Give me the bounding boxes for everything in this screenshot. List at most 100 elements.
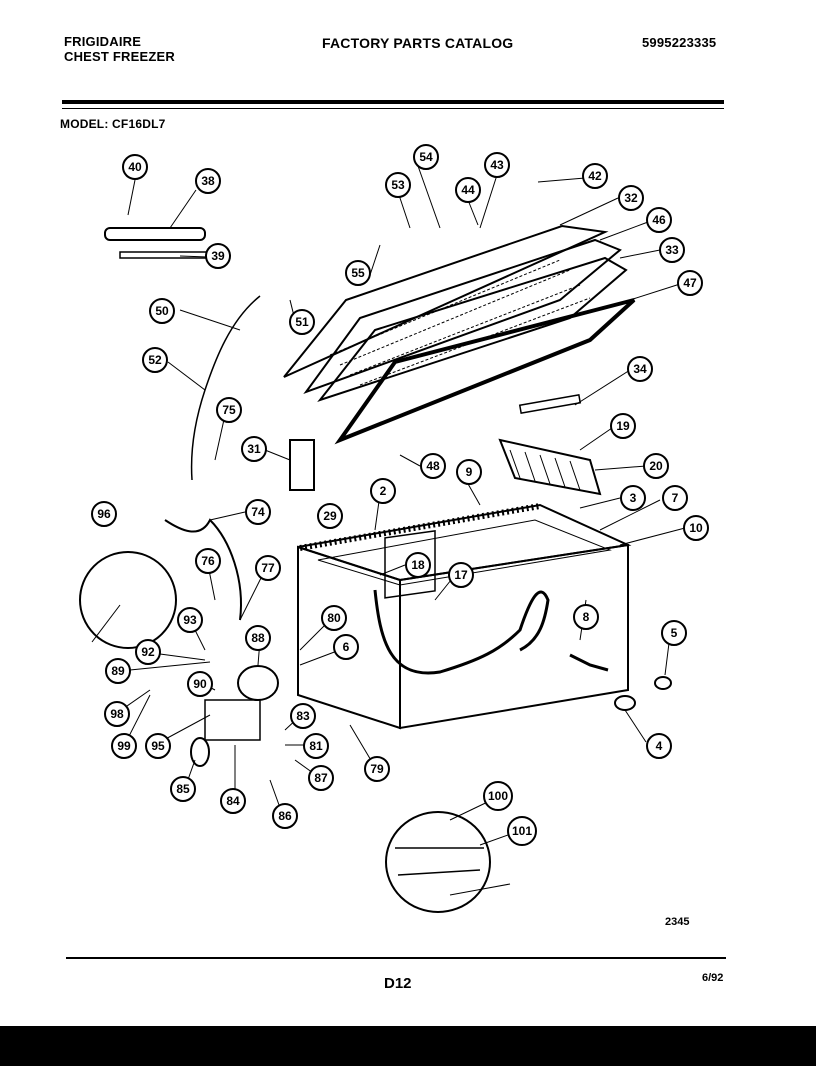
callout-75: 75 [216, 397, 242, 423]
callout-circle [135, 639, 161, 665]
callout-label: 48 [426, 459, 440, 473]
callout-circle [205, 243, 231, 269]
callout-label: 32 [624, 191, 638, 205]
callout-circle [455, 177, 481, 203]
callout-88: 88 [245, 625, 271, 651]
exploded-parts-diagram: 4038395354434442324633475550515275341920… [66, 144, 726, 959]
callout-33: 33 [659, 237, 685, 263]
callout-52: 52 [142, 347, 168, 373]
callout-circle [370, 478, 396, 504]
brand-block: FRIGIDAIRE CHEST FREEZER [64, 34, 175, 64]
callout-label: 86 [278, 809, 292, 823]
header-rule-thick [62, 100, 724, 104]
callout-circle [484, 152, 510, 178]
callout-3: 3 [620, 485, 646, 511]
power-cord [164, 518, 242, 621]
callout-label: 42 [588, 169, 602, 183]
callout-label: 79 [370, 762, 384, 776]
callout-circle [364, 756, 390, 782]
callout-51: 51 [289, 309, 315, 335]
callout-76: 76 [195, 548, 221, 574]
callout-label: 19 [616, 419, 630, 433]
callout-circle [177, 607, 203, 633]
callout-circle [618, 185, 644, 211]
callout-circle [122, 154, 148, 180]
lid-handle [104, 227, 206, 241]
callout-label: 31 [247, 442, 261, 456]
callout-circle [142, 347, 168, 373]
callout-circle [643, 453, 669, 479]
callout-84: 84 [220, 788, 246, 814]
callout-label: 47 [683, 276, 697, 290]
callout-5: 5 [661, 620, 687, 646]
cabinet-inner-rim [317, 519, 612, 586]
lid-outer-frame [283, 224, 609, 378]
callout-34: 34 [627, 356, 653, 382]
callout-6: 6 [333, 634, 359, 660]
callout-17: 17 [448, 562, 474, 588]
compressor [237, 665, 279, 701]
callout-label: 50 [155, 304, 169, 318]
callout-label: 44 [461, 183, 475, 197]
header-rule-thin [62, 108, 724, 109]
callout-label: 17 [454, 568, 468, 582]
callout-32: 32 [618, 185, 644, 211]
callout-label: 46 [652, 213, 666, 227]
callout-circle [333, 634, 359, 660]
callout-circle [187, 671, 213, 697]
callout-18: 18 [405, 552, 431, 578]
callout-46: 46 [646, 207, 672, 233]
callout-label: 89 [111, 664, 125, 678]
callout-circle [345, 260, 371, 286]
callout-circle [646, 207, 672, 233]
callout-circle [241, 436, 267, 462]
callout-label: 4 [656, 739, 663, 753]
catalog-title: FACTORY PARTS CATALOG [322, 35, 514, 51]
callout-90: 90 [187, 671, 213, 697]
callout-circle [448, 562, 474, 588]
callout-8: 8 [573, 604, 599, 630]
callout-50: 50 [149, 298, 175, 324]
callout-label: 100 [488, 789, 508, 803]
callout-54: 54 [413, 144, 439, 170]
catalog-number: 5995223335 [642, 35, 717, 50]
callout-label: 39 [211, 249, 225, 263]
callout-circle [105, 658, 131, 684]
callout-label: 38 [201, 174, 215, 188]
callout-2: 2 [370, 478, 396, 504]
callout-circle [683, 515, 709, 541]
callout-label: 55 [351, 266, 365, 280]
callout-label: 34 [633, 362, 647, 376]
product-type: CHEST FREEZER [64, 49, 175, 64]
callout-label: 29 [323, 509, 337, 523]
callout-circle [195, 548, 221, 574]
callout-circle [661, 620, 687, 646]
callout-circle [659, 237, 685, 263]
drain-assembly [569, 653, 609, 672]
callout-label: 83 [296, 709, 310, 723]
callout-circle [317, 503, 343, 529]
storage-basket [498, 438, 602, 496]
callout-circle [91, 501, 117, 527]
callout-circle [145, 733, 171, 759]
callout-circle [111, 733, 137, 759]
callout-20: 20 [643, 453, 669, 479]
brand-name: FRIGIDAIRE [64, 34, 142, 49]
callout-93: 93 [177, 607, 203, 633]
callout-label: 96 [97, 507, 111, 521]
callout-19: 19 [610, 413, 636, 439]
callout-85: 85 [170, 776, 196, 802]
callout-circle [149, 298, 175, 324]
callout-circle [456, 459, 482, 485]
basket-grid [509, 449, 581, 491]
callout-100: 100 [483, 781, 513, 811]
callout-label: 90 [193, 677, 207, 691]
callout-label: 7 [672, 491, 679, 505]
callout-circle [289, 309, 315, 335]
callout-label: 92 [141, 645, 155, 659]
drain-cap [654, 676, 672, 690]
callout-label: 2 [380, 484, 387, 498]
callout-74: 74 [245, 499, 271, 525]
callout-label: 75 [222, 403, 236, 417]
callout-55: 55 [345, 260, 371, 286]
